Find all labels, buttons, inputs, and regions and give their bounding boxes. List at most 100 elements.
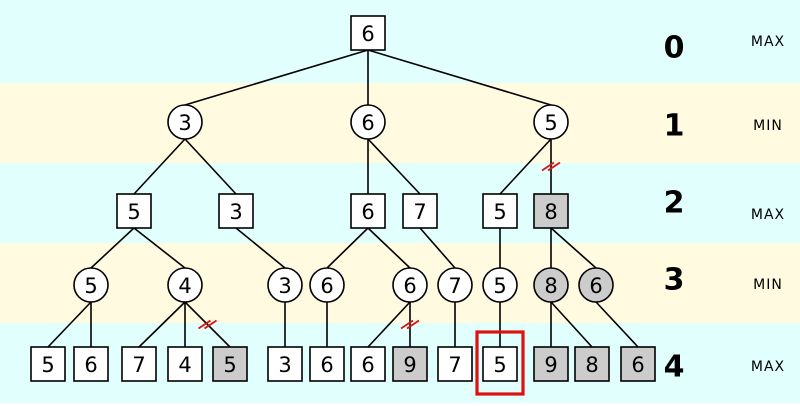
depth-label: 0: [664, 31, 685, 66]
node-square: [350, 15, 386, 51]
node-value: 6: [589, 274, 602, 298]
node-circle: [437, 267, 473, 303]
max-node: 6: [73, 346, 109, 382]
min-node: 6: [309, 267, 345, 303]
node-value: 6: [361, 353, 374, 377]
node-value: 6: [631, 353, 644, 377]
node-circle: [350, 104, 386, 140]
role-label: MIN: [753, 277, 783, 293]
node-square: [392, 346, 428, 382]
bottom-margin: [0, 403, 800, 406]
level-band-0: [0, 0, 800, 83]
edge-a12-l3: [138, 301, 186, 348]
node-square: [167, 346, 203, 382]
max-node-pruned: 5: [212, 346, 248, 382]
node-value: 5: [84, 274, 97, 298]
max-node: 5: [475, 330, 525, 396]
role-label: MAX: [751, 34, 785, 50]
node-circle: [73, 267, 109, 303]
edge-b1-b11: [326, 227, 369, 269]
node-value: 6: [84, 353, 97, 377]
max-node: 6: [350, 346, 386, 382]
node-square: [212, 346, 248, 382]
node-circle: [392, 267, 428, 303]
node-value: 3: [178, 111, 191, 135]
node-value: 7: [132, 353, 145, 377]
node-value: 5: [127, 200, 140, 224]
edge-b-b2: [367, 138, 421, 195]
min-node: 3: [267, 267, 303, 303]
node-square: [218, 193, 254, 229]
edge-c21-l13: [550, 301, 593, 348]
node-value: 9: [403, 353, 416, 377]
node-circle: [309, 267, 345, 303]
node-value: 6: [361, 200, 374, 224]
node-square: [267, 346, 303, 382]
node-value: 5: [493, 353, 506, 377]
node-square: [121, 346, 157, 382]
min-node: 5: [533, 104, 569, 140]
pruning-cut-mark: [198, 319, 217, 330]
max-node: 7: [437, 346, 473, 382]
node-square: [533, 193, 569, 229]
node-value: 6: [361, 22, 374, 46]
node-value: 8: [544, 274, 557, 298]
node-circle: [578, 267, 614, 303]
edge-a-a1: [133, 138, 186, 195]
max-node: 7: [402, 193, 438, 229]
max-node: 3: [267, 346, 303, 382]
node-value: 8: [585, 353, 598, 377]
pruning-cut-mark: [541, 161, 561, 172]
node-square: [533, 346, 569, 382]
edge-a1-a11: [90, 227, 135, 269]
max-node: 3: [218, 193, 254, 229]
max-node: 5: [116, 193, 152, 229]
edge-a12-l5: [184, 301, 231, 348]
max-node-pruned: 9: [392, 346, 428, 382]
max-node: 5: [30, 346, 66, 382]
min-node-pruned: 8: [533, 267, 569, 303]
node-square: [482, 193, 518, 229]
node-circle: [167, 267, 203, 303]
edge-r-a: [184, 49, 369, 106]
node-square: [350, 346, 386, 382]
node-value: 3: [278, 274, 291, 298]
node-value: 4: [178, 274, 191, 298]
node-value: 6: [361, 111, 374, 135]
node-square: [437, 346, 473, 382]
node-value: 7: [413, 200, 426, 224]
node-value: 5: [223, 353, 236, 377]
node-value: 7: [448, 274, 461, 298]
node-square: [574, 346, 610, 382]
pruning-cut-mark: [400, 319, 420, 330]
edge-a11-l1: [47, 301, 92, 348]
edge-a-a2: [184, 138, 237, 195]
min-node: 7: [437, 267, 473, 303]
node-circle: [533, 267, 569, 303]
node-circle: [267, 267, 303, 303]
node-value: 8: [544, 200, 557, 224]
max-node: 7: [121, 346, 157, 382]
edge-r-c: [367, 49, 552, 106]
edge-a1-a12: [133, 227, 186, 269]
node-square: [620, 346, 656, 382]
max-node-pruned: 8: [574, 346, 610, 382]
node-square: [73, 346, 109, 382]
node-value: 3: [278, 353, 291, 377]
max-node: 6: [350, 15, 386, 51]
node-value: 6: [320, 353, 333, 377]
node-value: 9: [544, 353, 557, 377]
role-label: MAX: [751, 359, 785, 375]
edge-b12-l8: [367, 301, 411, 348]
min-node: 5: [73, 267, 109, 303]
node-value: 6: [403, 274, 416, 298]
node-value: 5: [544, 111, 557, 135]
max-node: 5: [482, 193, 518, 229]
depth-label: 1: [664, 109, 685, 144]
depth-label: 2: [664, 186, 685, 221]
node-value: 5: [493, 274, 506, 298]
min-node: 5: [482, 267, 518, 303]
max-node-pruned: 6: [620, 346, 656, 382]
role-label: MIN: [753, 118, 783, 134]
